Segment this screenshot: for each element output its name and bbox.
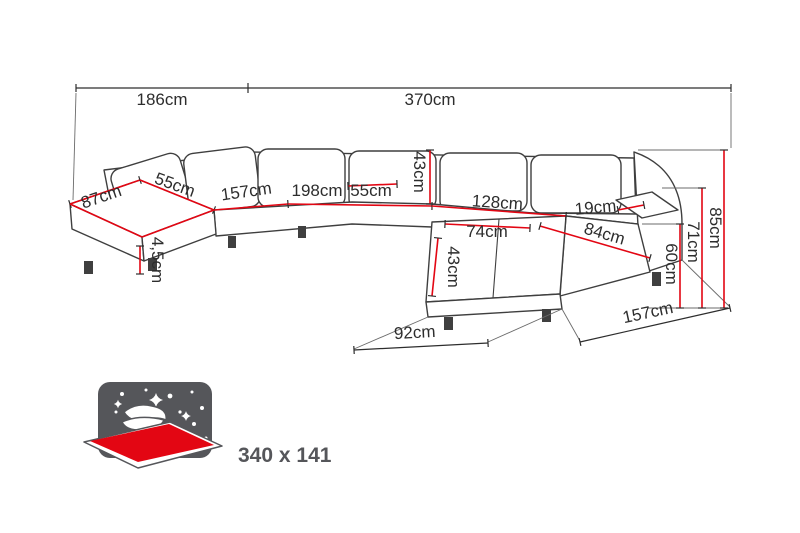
- red-dimension-lines: [68, 149, 728, 309]
- dimension-line-74: [444, 219, 531, 233]
- star-dot: [167, 393, 173, 399]
- dim-label-92: 92cm: [393, 322, 436, 343]
- dimension-line-198: [287, 201, 433, 211]
- dim-label-71: 71cm: [684, 221, 703, 263]
- dimension-line-128: [431, 205, 567, 221]
- dim-label-74: 74cm: [466, 222, 508, 241]
- star-dot: [144, 388, 148, 392]
- star-dot: [178, 410, 182, 414]
- dimension-line-92: [353, 338, 489, 355]
- star-dot: [114, 410, 118, 414]
- dim-label-198: 198cm: [291, 181, 342, 200]
- star-dot: [190, 390, 194, 394]
- star-icon: [113, 399, 123, 409]
- dim-label-43-backrest: 43cm: [410, 151, 429, 193]
- star-dot: [200, 406, 204, 410]
- extension-line: [72, 92, 77, 201]
- sofa-leg: [652, 272, 661, 286]
- black-dimension-lines: [75, 84, 732, 355]
- dimension-line-157-depth: [578, 303, 732, 347]
- sofa-leg: [298, 226, 306, 238]
- extension-line: [487, 308, 563, 343]
- sofa-leg: [84, 261, 93, 274]
- dim-label-55-mid: 55cm: [350, 181, 392, 200]
- dimension-labels: 186cm 370cm 87cm 55cm 157cm 198cm 55cm 4…: [78, 90, 725, 343]
- mattress-sheet-icon: [90, 424, 214, 462]
- dimension-line-157-left: [213, 199, 289, 211]
- ottoman-seam: [492, 218, 500, 299]
- dimension-line-55-mid: [347, 179, 398, 191]
- dim-label-43-ottoman: 43cm: [444, 246, 463, 288]
- dimension-line-55-left: [139, 179, 217, 214]
- dim-label-370: 370cm: [404, 90, 455, 109]
- sleeping-function-icon: [83, 382, 223, 469]
- dim-label-leg-height: 4,5cm: [148, 237, 167, 283]
- back-cushion: [530, 154, 622, 214]
- chaise-outline-edge: [141, 209, 215, 238]
- dim-label-186: 186cm: [136, 90, 187, 109]
- extension-line: [561, 308, 581, 342]
- dim-label-60: 60cm: [662, 243, 681, 285]
- sofa-leg: [228, 236, 236, 248]
- dimension-line-87: [68, 176, 142, 208]
- extension-line: [681, 259, 731, 308]
- dimension-line-84: [538, 221, 652, 263]
- star-dot: [192, 422, 196, 426]
- sofa-leg: [444, 317, 453, 330]
- star-icon: [149, 393, 163, 407]
- dimension-line-43-ottoman: [427, 236, 443, 298]
- star-dot: [120, 392, 124, 396]
- dim-label-85: 85cm: [706, 207, 725, 249]
- sleeping-area-label: 340 x 141: [238, 444, 332, 467]
- sofa-leg: [148, 258, 157, 271]
- dimension-line-19: [616, 200, 646, 215]
- star-icon: [181, 411, 191, 421]
- dim-label-19: 19cm: [574, 196, 617, 219]
- chaise-outline-edge: [69, 203, 143, 238]
- dim-label-128: 128cm: [471, 191, 523, 214]
